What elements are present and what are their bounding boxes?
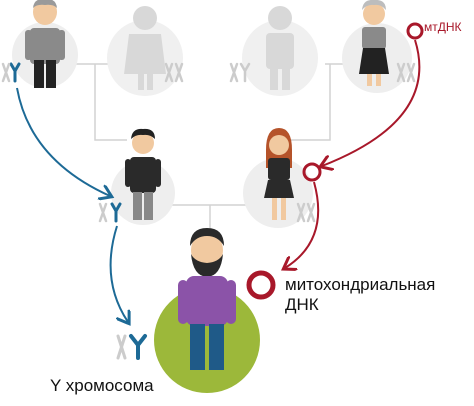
mtdna-short-label: мтДНК (424, 20, 462, 34)
mt-lineage-arrow (285, 181, 320, 268)
xy-chromosome-icon (116, 334, 147, 360)
male-figure-icon (266, 6, 294, 90)
mitochondria-ring-icon (406, 22, 424, 40)
y-lineage-arrow (16, 87, 110, 196)
x-chromosome-icon (1, 62, 11, 83)
x-chromosome-icon (164, 62, 184, 83)
mt-lineage-arrow (322, 39, 421, 166)
mtdna-long-label-line2: ДНК (285, 295, 319, 314)
female-figure-icon (264, 128, 294, 220)
mitochondria-ring-icon (302, 162, 322, 182)
male-figure-icon (125, 128, 161, 220)
male-figure-icon (178, 228, 236, 370)
mitochondria-ring-icon (246, 270, 276, 300)
x-chromosome-icon (296, 202, 316, 223)
xy-chromosome-icon (98, 202, 122, 223)
female-figure-icon (359, 0, 389, 86)
xy-chromosome-icon (229, 62, 251, 83)
mtdna-long-label-line1: митохондриальная (285, 275, 436, 294)
y-chromosome-label: Y хромосома (50, 376, 154, 395)
x-chromosome-icon (396, 62, 416, 83)
female-figure-icon (124, 6, 166, 90)
y-chromosome-icon (9, 62, 21, 83)
y-lineage-arrow (109, 225, 128, 322)
male-figure-icon (25, 0, 65, 88)
